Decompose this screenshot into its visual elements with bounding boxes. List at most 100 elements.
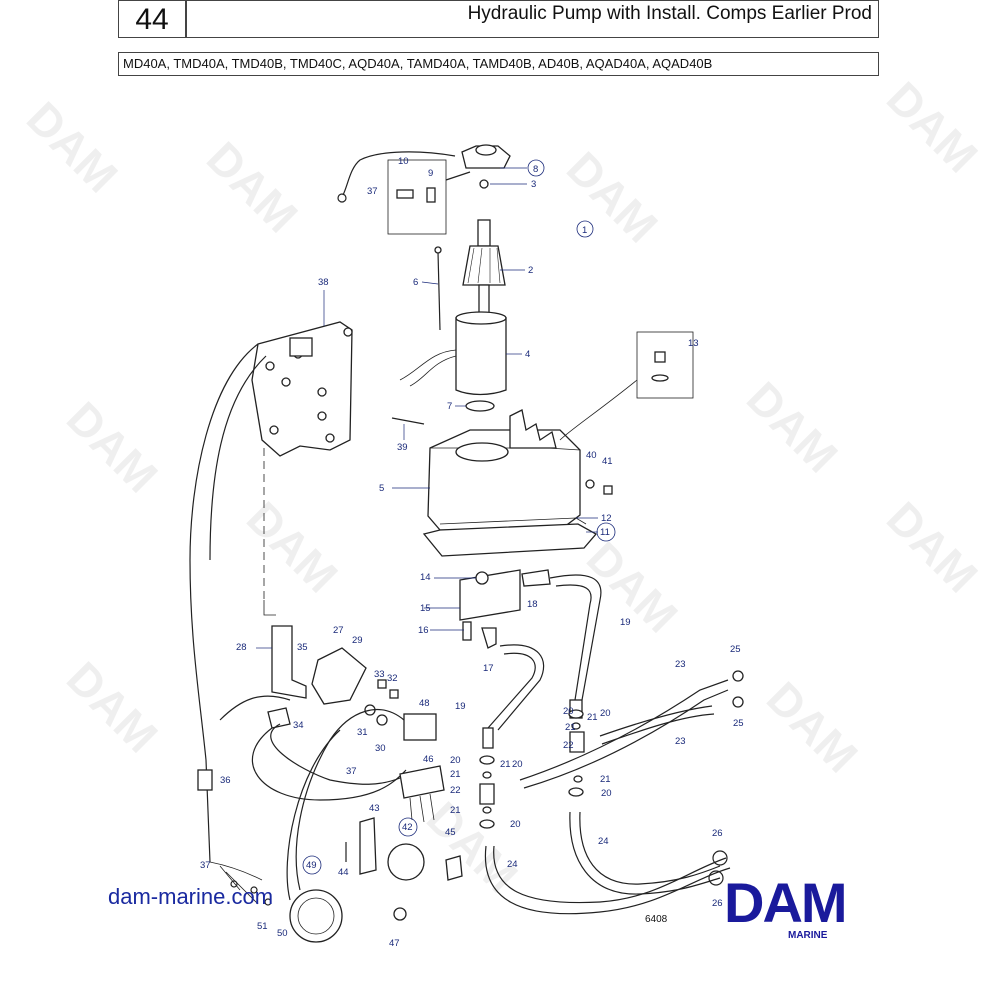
part-9-terminal	[426, 187, 436, 203]
part-3-oring	[479, 179, 489, 189]
hose-19-b-inner	[487, 652, 536, 729]
part-22-tee	[479, 783, 495, 805]
part-47-fitting	[393, 907, 407, 921]
guide-end	[263, 600, 276, 616]
callout-36: 36	[220, 775, 231, 786]
hose-24-a-inner	[493, 845, 727, 904]
part-4-top	[455, 311, 507, 325]
part-16-screw	[462, 621, 472, 641]
callout-20-f: 20	[601, 788, 612, 799]
hose-24-a	[484, 845, 731, 915]
callout-26-b: 26	[712, 898, 723, 909]
callout-27: 27	[333, 625, 344, 636]
callout-12: 12	[601, 513, 612, 524]
part-8-top	[475, 144, 497, 156]
part-22-tee-b	[569, 731, 585, 753]
part-30-washer	[376, 714, 388, 726]
callout-38: 38	[318, 277, 329, 288]
logo-text: DAM	[724, 871, 848, 934]
callout-24-b: 24	[507, 859, 518, 870]
callout-ring-1	[576, 220, 594, 238]
callout-22-a: 22	[563, 740, 574, 751]
callout-30: 30	[375, 743, 386, 754]
part-21-nut	[482, 771, 492, 779]
callout-29: 29	[352, 635, 363, 646]
callout-49: 49	[306, 860, 317, 871]
callout-10: 10	[398, 156, 409, 167]
part-46-terminal	[399, 765, 445, 799]
part-20-washer	[479, 755, 495, 765]
callout-37-bottom: 37	[200, 860, 211, 871]
callout-37-mid: 37	[346, 766, 357, 777]
part-15-valve-block	[459, 569, 521, 621]
callout-20-d: 20	[512, 759, 523, 770]
callout-13: 13	[688, 338, 699, 349]
motor-lead	[409, 355, 457, 387]
part-6-rod	[437, 251, 441, 331]
website-link[interactable]: dam-marine.com	[108, 884, 274, 909]
inset-arrow	[445, 171, 471, 181]
part-33-nut	[377, 679, 387, 689]
callout-21-e: 21	[450, 805, 461, 816]
meter-face	[297, 897, 335, 935]
callout-8: 8	[533, 164, 538, 175]
callout-21-c: 21	[450, 769, 461, 780]
part-27-relay	[311, 647, 367, 705]
callout-19-a: 19	[620, 617, 631, 628]
part-32-nut	[389, 689, 399, 699]
hose-19-b	[497, 644, 545, 731]
models-box: MD40A, TMD40A, TMD40B, TMD40C, AQD40A, T…	[118, 52, 879, 76]
callout-ring-49	[302, 855, 322, 875]
drawing-number: 6408	[645, 914, 668, 925]
part-42-gauge	[387, 843, 425, 881]
inset-box-9-10	[387, 159, 447, 235]
wire-harness	[219, 695, 291, 721]
terminal-leads	[409, 793, 435, 823]
title-box: Hydraulic Pump with Install. Comps Earli…	[186, 0, 879, 38]
wire-37-middle-b	[270, 723, 401, 785]
motor-lead	[399, 349, 457, 381]
hose-23-b	[599, 705, 713, 737]
callout-45: 45	[445, 827, 456, 838]
callout-17: 17	[483, 663, 494, 674]
part-34-connector	[267, 707, 291, 729]
part-18-fitting	[521, 569, 551, 587]
callout-1: 1	[582, 225, 587, 236]
part-51-terminal	[264, 898, 272, 906]
model-list: MD40A, TMD40A, TMD40B, TMD40C, AQD40A, T…	[123, 56, 713, 71]
callout-40: 40	[586, 450, 597, 461]
callout-25-b: 25	[733, 718, 744, 729]
callout-37-top: 37	[367, 186, 378, 197]
callout-28: 28	[236, 642, 247, 653]
part-13-bolt	[654, 351, 666, 363]
callout-ring-42	[398, 817, 418, 837]
callout-47: 47	[389, 938, 400, 949]
part-10-clip	[396, 189, 414, 199]
callout-2: 2	[528, 265, 533, 276]
callout-33: 33	[374, 669, 385, 680]
callout-5: 5	[379, 483, 384, 494]
callout-7: 7	[447, 401, 452, 412]
callout-20-a: 20	[563, 706, 574, 717]
callout-31: 31	[357, 727, 368, 738]
callout-4: 4	[525, 349, 530, 360]
callout-39: 39	[397, 442, 408, 453]
hose-23-a-inner	[523, 689, 729, 789]
callout-41: 41	[602, 456, 613, 467]
reservoir-bracket	[509, 409, 557, 449]
part-36-sleeve	[197, 769, 213, 791]
bracket-slot	[289, 337, 313, 357]
callout-35: 35	[297, 642, 308, 653]
callout-32: 32	[387, 673, 398, 684]
part-28-bracket	[271, 625, 307, 699]
callout-14: 14	[420, 572, 431, 583]
callout-51: 51	[257, 921, 268, 932]
callout-11: 11	[600, 527, 610, 538]
reservoir-opening	[455, 442, 509, 462]
part-25-fitting	[732, 670, 744, 682]
hose-19-a	[549, 574, 602, 701]
hose-19-a-inner	[555, 584, 592, 701]
part-6-head	[434, 246, 442, 254]
callout-42: 42	[402, 822, 413, 833]
